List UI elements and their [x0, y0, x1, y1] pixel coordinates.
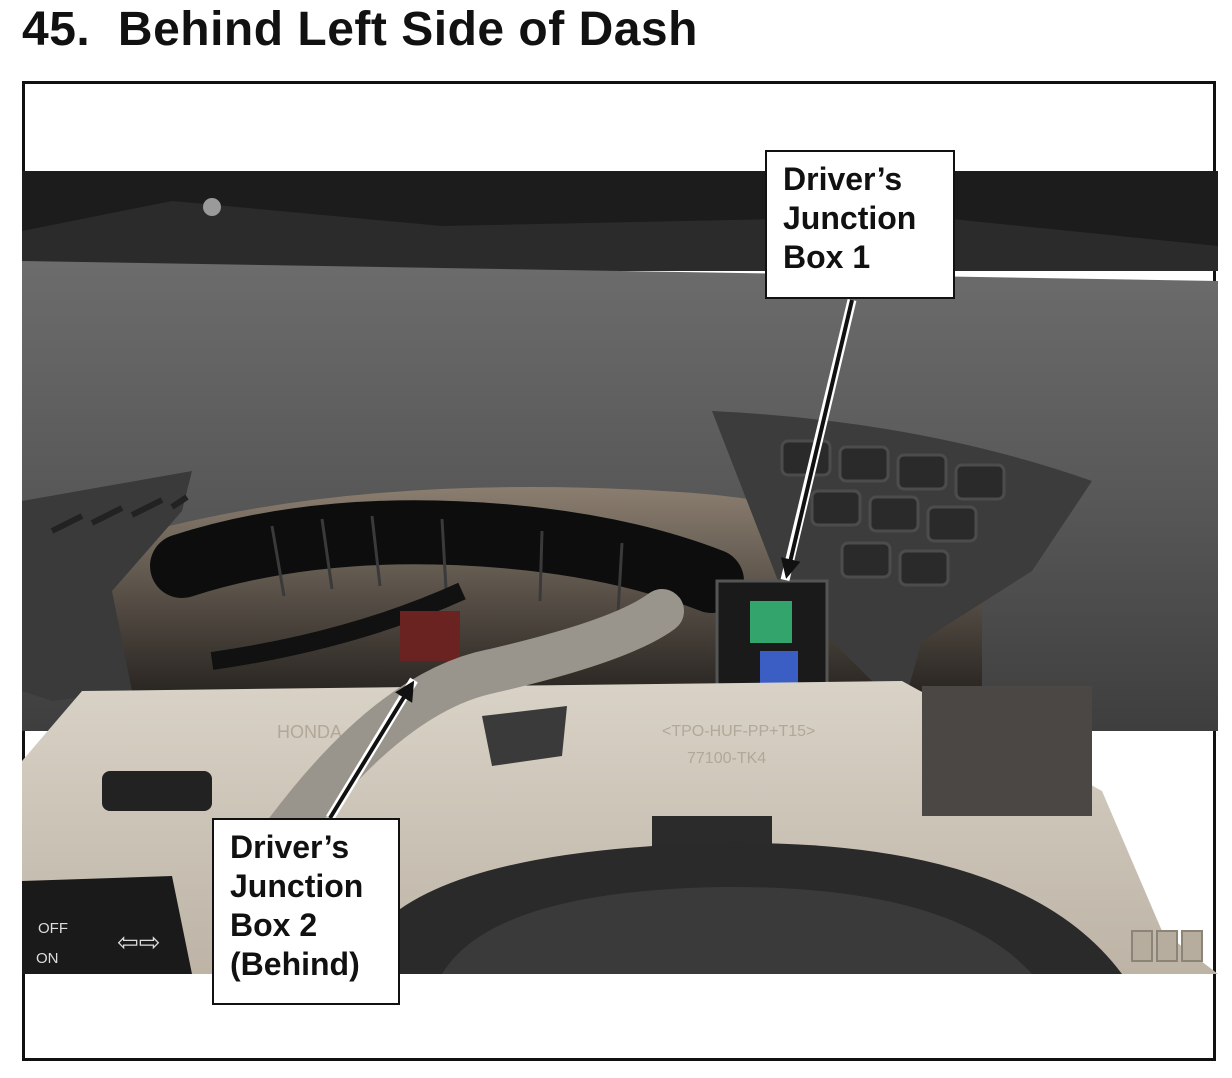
- imprint-part-number: 77100-TK4: [687, 750, 766, 767]
- stalk-label-on: ON: [36, 950, 59, 967]
- callout-1-line-1: Driver’s: [783, 161, 903, 197]
- turn-arrow-icon: ⇦⇨: [117, 928, 161, 958]
- callout-1-line-3: Box 1: [783, 239, 871, 275]
- dashboard-photo: HONDA <TPO-HUF-PP+T15> 77100-TK4 OFF ON …: [22, 171, 1218, 974]
- junction-box-1-connector-blue: [760, 651, 798, 685]
- callout-2-line-4: (Behind): [230, 946, 360, 982]
- junction-box-1-connector-green: [750, 601, 792, 643]
- callout-2-line-2: Junction: [230, 868, 364, 904]
- imprint-part-code: <TPO-HUF-PP+T15>: [662, 723, 815, 740]
- harness-ribs: [270, 515, 624, 614]
- turn-signal-stalk: [22, 876, 192, 974]
- left-vent: [22, 471, 192, 701]
- callout-2-line-1: Driver’s: [230, 829, 350, 865]
- stalk-label-off: OFF: [38, 920, 68, 937]
- tape-patch: [482, 706, 567, 766]
- harness-branch: [210, 582, 466, 670]
- right-module: [922, 686, 1092, 816]
- callout-2-line-3: Box 2: [230, 907, 318, 943]
- callout-junction-box-1: Driver’s Junction Box 1: [765, 150, 955, 299]
- left-vent-slats: [50, 494, 189, 534]
- wiper-bolt: [203, 198, 221, 216]
- callout-1-line-2: Junction: [783, 200, 917, 236]
- step-number: 45.: [22, 3, 91, 56]
- imprint-honda: HONDA: [277, 722, 342, 742]
- callout-junction-box-2: Driver’s Junction Box 2 (Behind): [212, 818, 400, 1005]
- wiring-harness: [150, 500, 744, 613]
- page-title: 45. Behind Left Side of Dash: [22, 2, 698, 57]
- steering-wheel-inner: [442, 886, 1032, 974]
- left-switch-slot: [102, 771, 212, 811]
- step-title: Behind Left Side of Dash: [117, 3, 698, 56]
- fuse-cluster: [400, 611, 460, 661]
- lower-right-vent: [1131, 930, 1203, 962]
